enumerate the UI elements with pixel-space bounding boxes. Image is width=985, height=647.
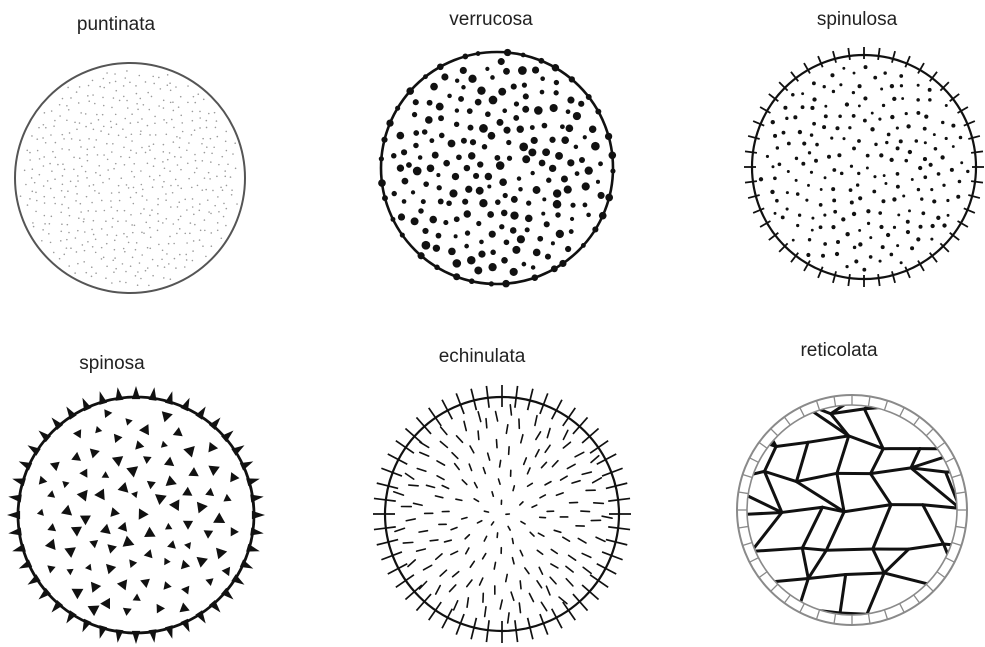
spore-echinulata <box>373 385 631 643</box>
spore-verrucosa <box>378 49 616 288</box>
spore-reticolata <box>685 367 985 647</box>
spore-outline <box>15 63 245 293</box>
spore-outline <box>385 397 619 631</box>
spore-spinosa <box>7 386 265 644</box>
spore-puntinata <box>15 63 245 293</box>
spore-spinulosa <box>744 47 984 287</box>
